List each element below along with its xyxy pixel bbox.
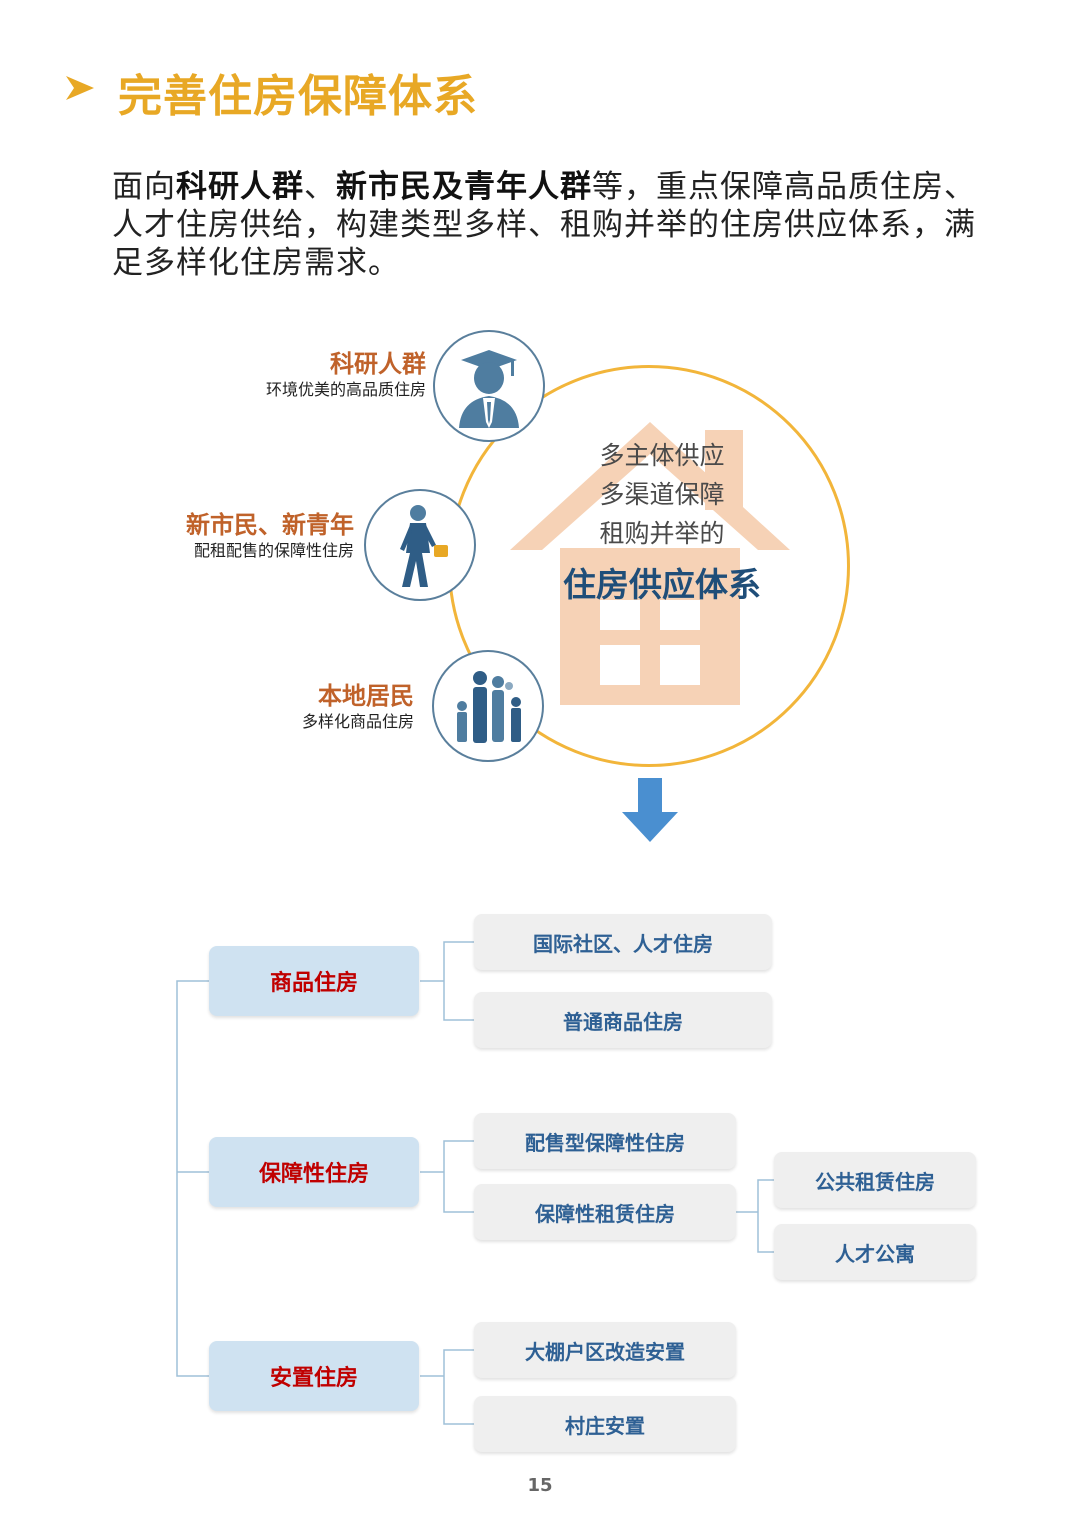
category-resettlement-housing: 安置住房 [209,1341,419,1411]
graduate-icon [459,350,519,428]
group-name: 本地居民 [318,682,414,710]
house-icon [510,422,790,705]
intro-text: 、 [304,169,336,205]
intro-paragraph: 面向科研人群、新市民及青年人群等，重点保障高品质住房、人才住房供给，构建类型多样… [112,168,992,282]
system-line-2: 多渠道保障 [599,480,725,509]
chevron-right-icon [66,76,94,100]
system-title: 住房供应体系 [563,565,761,604]
group-desc: 多样化商品住房 [301,712,414,731]
page-number: 15 [527,1475,553,1496]
intro-text: 等，重点保障高品质住房、人才住房供给，构建类型多样、租购并举的住房供应体系，满足… [112,169,976,281]
group-icon-circle [432,650,544,762]
group-name: 新市民、新青年 [186,511,354,539]
item-talent-apartment: 人才公寓 [774,1224,976,1280]
system-line-1: 多主体供应 [599,441,725,470]
group-icon-circle [433,330,545,442]
page-title: 完善住房保障体系 [118,71,478,122]
family-icon [457,671,521,743]
intro-bold: 新市民及青年人群 [336,169,592,205]
intro-text: 面向 [112,169,176,205]
item-shantytown-resettlement: 大棚户区改造安置 [474,1322,736,1378]
group-desc: 环境优美的高品质住房 [265,380,426,399]
item-public-rental: 公共租赁住房 [774,1152,976,1208]
category-commercial-housing: 商品住房 [209,946,419,1016]
group-name: 科研人群 [330,350,426,378]
item-sale-affordable: 配售型保障性住房 [474,1113,736,1169]
item-ordinary-commercial: 普通商品住房 [474,992,772,1048]
group-icon-circle [364,489,476,601]
item-village-resettlement: 村庄安置 [474,1396,736,1452]
item-rental-affordable: 保障性租赁住房 [474,1184,736,1240]
intro-bold: 科研人群 [176,169,304,205]
item-international-community: 国际社区、人才住房 [474,914,772,970]
system-line-3: 租购并举的 [599,519,725,548]
walking-person-icon [400,505,448,587]
arrow-down-icon [622,778,678,842]
category-affordable-housing: 保障性住房 [209,1137,419,1207]
group-desc: 配租配售的保障性住房 [193,541,354,560]
